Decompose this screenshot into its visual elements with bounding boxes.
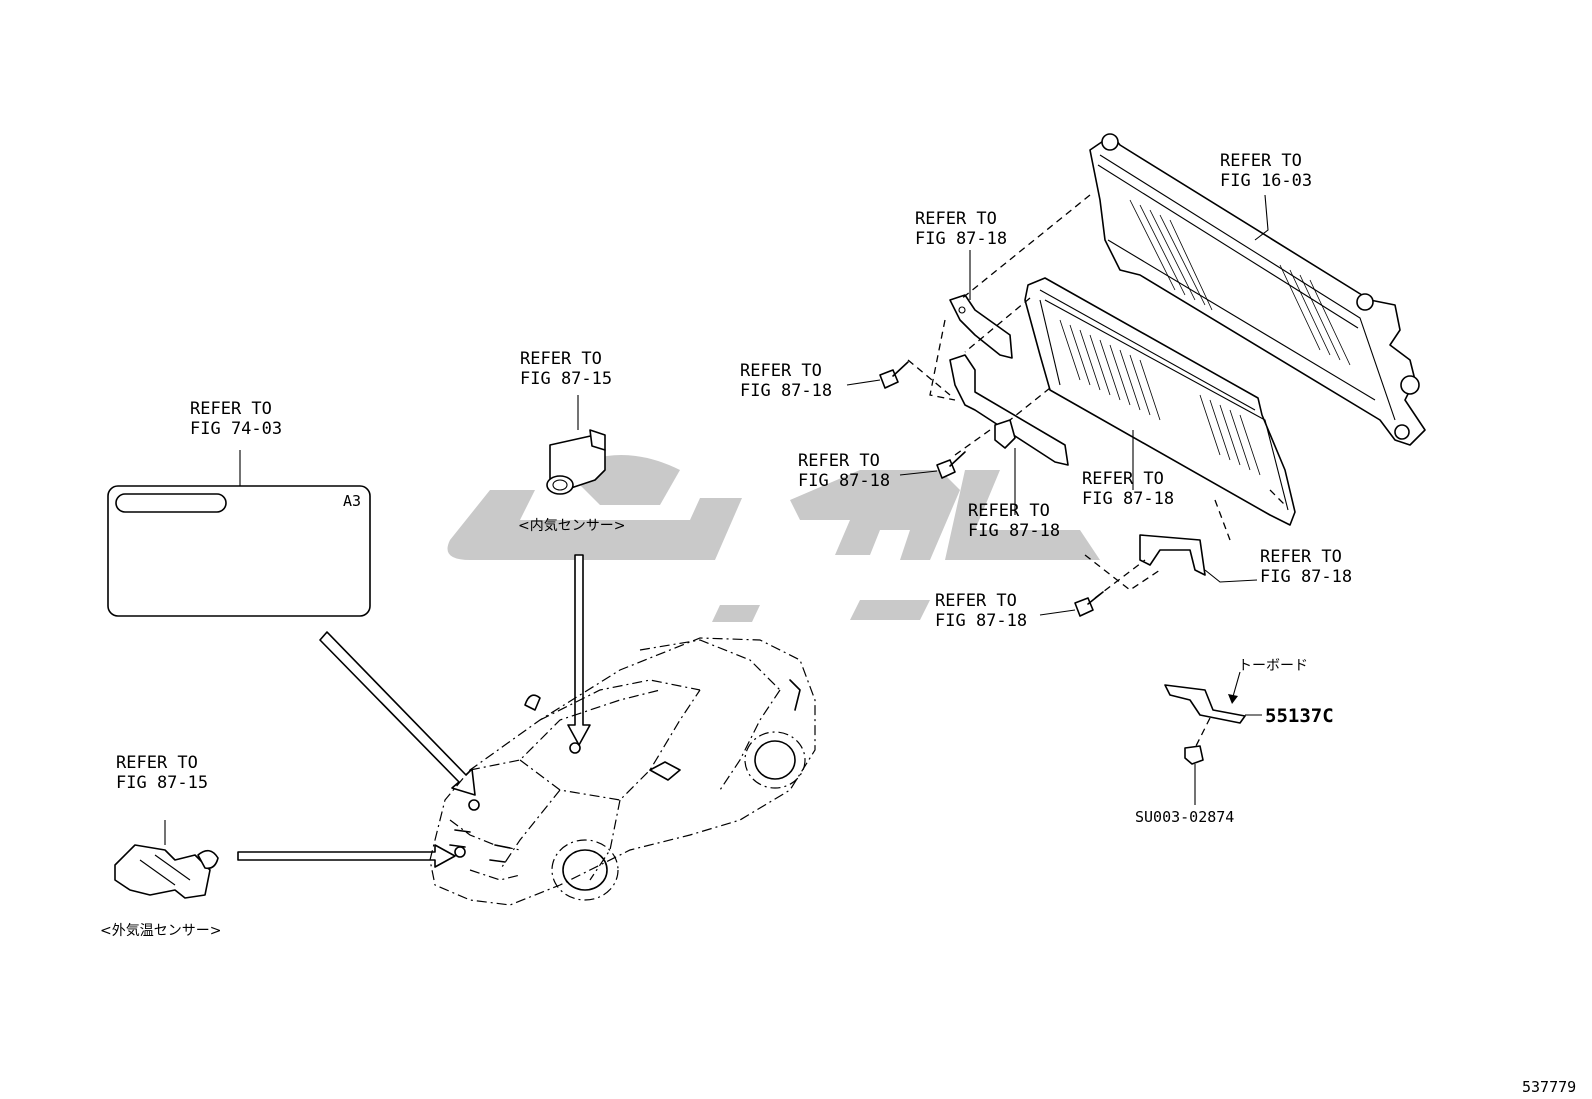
label-panel-arrow	[319, 631, 476, 796]
watermark-logo	[447, 455, 1100, 622]
svg-text:REFER TO: REFER TO	[935, 591, 1017, 611]
svg-text:FIG 87-18: FIG 87-18	[935, 611, 1027, 631]
clip-part-number: SU003-02874	[1135, 808, 1234, 826]
inner-sensor-arrow	[567, 554, 591, 746]
svg-text:REFER TO: REFER TO	[798, 451, 880, 471]
refer-bolt-2-label: REFER TO FIG 87-18	[798, 451, 890, 491]
outer-sensor-arrow	[237, 844, 456, 868]
svg-text:REFER TO: REFER TO	[116, 753, 198, 773]
refer-bolt-1-label: REFER TO FIG 87-18	[740, 361, 832, 401]
svg-text:REFER TO: REFER TO	[740, 361, 822, 381]
toboard-jp-label: トーボード	[1238, 658, 1308, 674]
svg-text:REFER TO: REFER TO	[1082, 469, 1164, 489]
svg-text:FIG 87-15: FIG 87-15	[116, 773, 208, 793]
svg-text:FIG 87-18: FIG 87-18	[798, 471, 890, 491]
refer-bolt-3-label: REFER TO FIG 87-18	[935, 591, 1027, 631]
radiator	[1089, 133, 1426, 446]
outer-sensor	[114, 820, 219, 899]
svg-text:REFER TO: REFER TO	[915, 209, 997, 229]
svg-text:REFER TO: REFER TO	[1260, 547, 1342, 567]
toboard-bracket	[1164, 671, 1262, 749]
bolt-2	[936, 451, 966, 479]
svg-text:FIG 87-18: FIG 87-18	[1260, 567, 1352, 587]
svg-text:FIG 87-18: FIG 87-18	[915, 229, 1007, 249]
refer-upper-bracket-label: REFER TO FIG 87-18	[915, 209, 1007, 249]
refer-outer-sensor-label: REFER TO FIG 87-15	[116, 753, 208, 793]
svg-text:FIG 74-03: FIG 74-03	[190, 419, 282, 439]
svg-text:REFER TO: REFER TO	[520, 349, 602, 369]
assembly-lines	[907, 194, 1286, 599]
inner-sensor-jp-label: <内気センサー>	[518, 518, 625, 534]
svg-text:REFER TO: REFER TO	[968, 501, 1050, 521]
car-outline	[429, 637, 816, 906]
refer-condenser-label: REFER TO FIG 87-18	[1082, 469, 1174, 509]
svg-text:FIG 87-18: FIG 87-18	[1082, 489, 1174, 509]
svg-text:REFER TO: REFER TO	[190, 399, 272, 419]
label-panel	[107, 450, 371, 617]
refer-mid-bracket-label: REFER TO FIG 87-18	[968, 501, 1060, 541]
svg-text:FIG 16-03: FIG 16-03	[1220, 171, 1312, 191]
svg-text:FIG 87-18: FIG 87-18	[740, 381, 832, 401]
refer-inner-sensor-label: REFER TO FIG 87-15	[520, 349, 612, 389]
condenser	[1024, 277, 1296, 526]
leader-lines-right	[846, 194, 1269, 616]
figure-number: 537779	[1522, 1078, 1576, 1096]
refer-lower-bracket-label: REFER TO FIG 87-18	[1260, 547, 1352, 587]
bolt-3	[1074, 591, 1104, 617]
radiator-hatch	[1129, 199, 1351, 366]
inner-sensor	[546, 395, 606, 495]
middle-bracket	[949, 354, 1069, 466]
svg-text:REFER TO: REFER TO	[1220, 151, 1302, 171]
upper-bracket	[949, 294, 1013, 359]
clip	[1184, 745, 1204, 805]
bracket-part-number: 55137C	[1265, 705, 1334, 727]
outer-sensor-jp-label: <外気温センサー>	[100, 923, 221, 939]
svg-text:FIG 87-15: FIG 87-15	[520, 369, 612, 389]
lower-bracket	[1139, 534, 1206, 576]
panel-code: A3	[343, 492, 361, 510]
refer-radiator-label: REFER TO FIG 16-03	[1220, 151, 1312, 191]
svg-text:FIG 87-18: FIG 87-18	[968, 521, 1060, 541]
refer-label-panel-label: REFER TO FIG 74-03	[190, 399, 282, 439]
bolt-1	[879, 361, 909, 389]
condenser-hatch	[1059, 319, 1261, 476]
